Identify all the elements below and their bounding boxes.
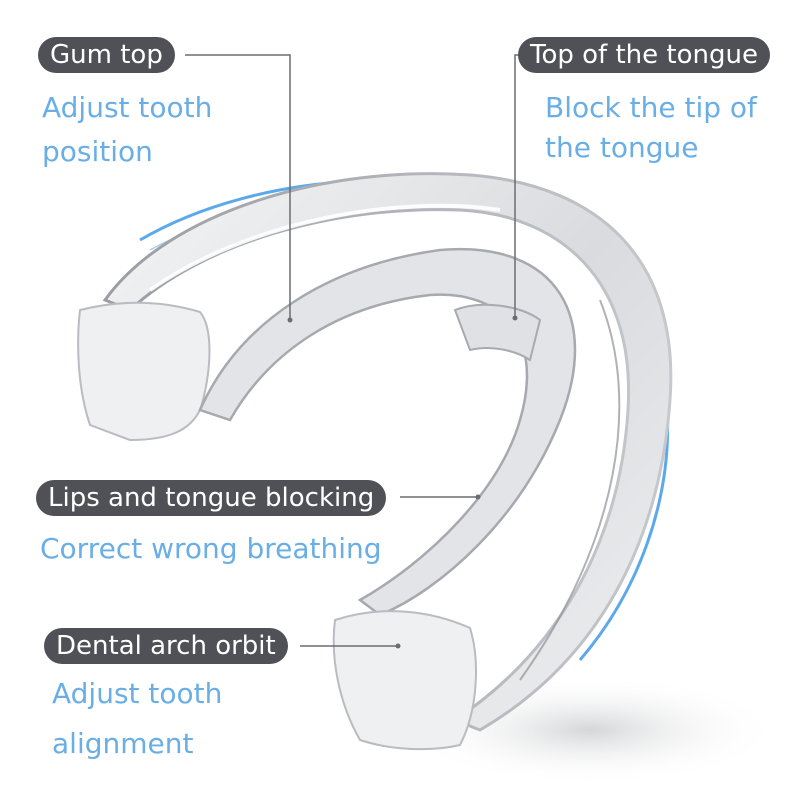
arch-orbit-desc-line-1: Adjust tooth — [52, 677, 223, 710]
tongue-top-desc-line-2: the tongue — [545, 131, 699, 164]
lips-tongue-desc-line-1: Correct wrong breathing — [40, 532, 382, 565]
arch-orbit-desc-line-2: alignment — [52, 727, 194, 760]
arch-orbit-label: Dental arch orbit — [44, 628, 288, 664]
gum-top-label: Gum top — [38, 37, 175, 73]
inner-arch — [198, 247, 577, 617]
gum-top-desc-line-2: position — [42, 135, 153, 168]
tongue-top-label: Top of the tongue — [518, 37, 770, 73]
left-wing — [77, 301, 211, 442]
leader-gum-top — [185, 54, 291, 320]
rim-highlight — [148, 203, 501, 292]
side-crease — [519, 299, 621, 681]
tongue-tab — [453, 303, 542, 362]
gum-top-desc-line-1: Adjust tooth — [42, 91, 213, 124]
tongue-top-desc-line-1: Block the tip of — [545, 91, 757, 124]
outer-flange — [102, 172, 673, 732]
lips-tongue-label: Lips and tongue blocking — [36, 480, 387, 516]
bottom-wing — [332, 610, 477, 751]
leader-dots — [287, 315, 518, 649]
